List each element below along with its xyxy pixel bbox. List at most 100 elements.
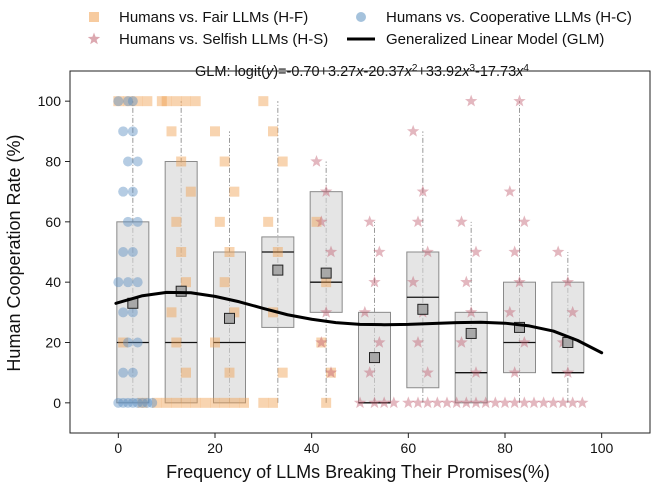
circle-point (127, 397, 138, 408)
x-tick-label: 0 (114, 440, 122, 456)
circle-point (127, 126, 138, 137)
star-point (464, 94, 478, 107)
square-point (229, 186, 240, 197)
star-point (513, 275, 526, 288)
star-point (411, 215, 425, 228)
circle-point (127, 96, 138, 107)
x-tick-label: 40 (304, 440, 320, 456)
square-point (258, 397, 269, 408)
plot-frame (69, 70, 651, 434)
square-point (272, 247, 283, 257)
star-point (411, 396, 425, 409)
circle-point (127, 247, 138, 257)
square-point (190, 96, 201, 107)
star-point (421, 245, 434, 258)
circle-point (132, 156, 143, 167)
star-point (373, 245, 386, 258)
square-point (219, 156, 230, 167)
star-point (464, 305, 478, 318)
star-point (518, 336, 531, 348)
y-tick-label: 100 (38, 93, 62, 109)
square-point (152, 397, 162, 408)
star-point (566, 305, 579, 318)
x-tick-label: 60 (401, 440, 417, 456)
star-point (406, 275, 420, 288)
box-mean-marker (465, 327, 477, 339)
star-point (353, 396, 367, 409)
star-point (368, 396, 381, 409)
circle-point (132, 337, 143, 348)
box-body (164, 161, 198, 404)
legend: Humans vs. Fair LLMs (H-F)Humans vs. Coo… (87, 9, 632, 48)
circle-point (123, 397, 133, 408)
star-point (503, 305, 517, 318)
square-point (181, 96, 191, 107)
square-point (171, 96, 182, 107)
square-point (171, 216, 182, 227)
square-point (224, 247, 235, 257)
circle-point (132, 277, 143, 288)
star-point (450, 396, 463, 409)
square-point (190, 397, 201, 408)
means (127, 264, 574, 364)
square-point (181, 367, 191, 378)
y-tick-label: 60 (45, 214, 61, 230)
square-point (171, 397, 182, 408)
square-point (166, 126, 177, 137)
circle-point (132, 397, 143, 408)
star-point (508, 245, 521, 258)
star-point (469, 245, 483, 258)
star-point (324, 366, 338, 378)
circle-point (118, 186, 129, 197)
star-point (527, 396, 541, 409)
box-body (551, 281, 585, 374)
square-point (321, 277, 332, 288)
circle-point (127, 307, 138, 318)
legend-label: Generalized Linear Model (GLM) (386, 31, 604, 48)
square-point (229, 307, 240, 318)
glm-curve (114, 290, 604, 355)
circle-point (113, 397, 124, 408)
square-point (219, 397, 230, 408)
box-body (406, 251, 440, 389)
square-point (239, 397, 249, 408)
legend-star-swatch (87, 32, 101, 45)
y-tick-label: 40 (45, 274, 61, 290)
star-point (537, 396, 550, 409)
circle-point (127, 367, 138, 378)
glm-curve-group (114, 290, 604, 355)
square-point (181, 397, 191, 408)
star-point (460, 275, 473, 288)
star-point (508, 366, 521, 378)
x-tick-label: 100 (590, 440, 614, 456)
x-tick-label: 80 (497, 440, 513, 456)
star-point (373, 336, 386, 348)
square-point (123, 96, 133, 107)
square-point (113, 96, 124, 107)
star-point (469, 396, 483, 409)
circle-point (137, 397, 148, 408)
legend-label: Humans vs. Cooperative LLMs (H-C) (386, 9, 632, 26)
star-point (455, 215, 468, 228)
square-point (321, 397, 332, 408)
circle-point (123, 216, 133, 227)
star-point (576, 396, 589, 409)
star-point (363, 366, 376, 378)
circle-point (123, 277, 133, 288)
star-point (416, 185, 430, 197)
square-point (166, 307, 177, 318)
box-mean-marker (369, 352, 380, 364)
square-point (200, 397, 211, 408)
circle-point (118, 397, 129, 408)
star-point (440, 396, 454, 409)
legend-label: Humans vs. Selfish LLMs (H-S) (119, 31, 328, 48)
circle-point (123, 156, 133, 167)
star-point (556, 396, 570, 409)
square-point (176, 247, 187, 257)
circle-point (118, 126, 129, 137)
glm-formula-subtitle: GLM: logit(y)=-0.70+3.27x-20.37x2+33.92x… (195, 63, 529, 81)
star-point (402, 396, 415, 409)
star-point (498, 396, 512, 409)
